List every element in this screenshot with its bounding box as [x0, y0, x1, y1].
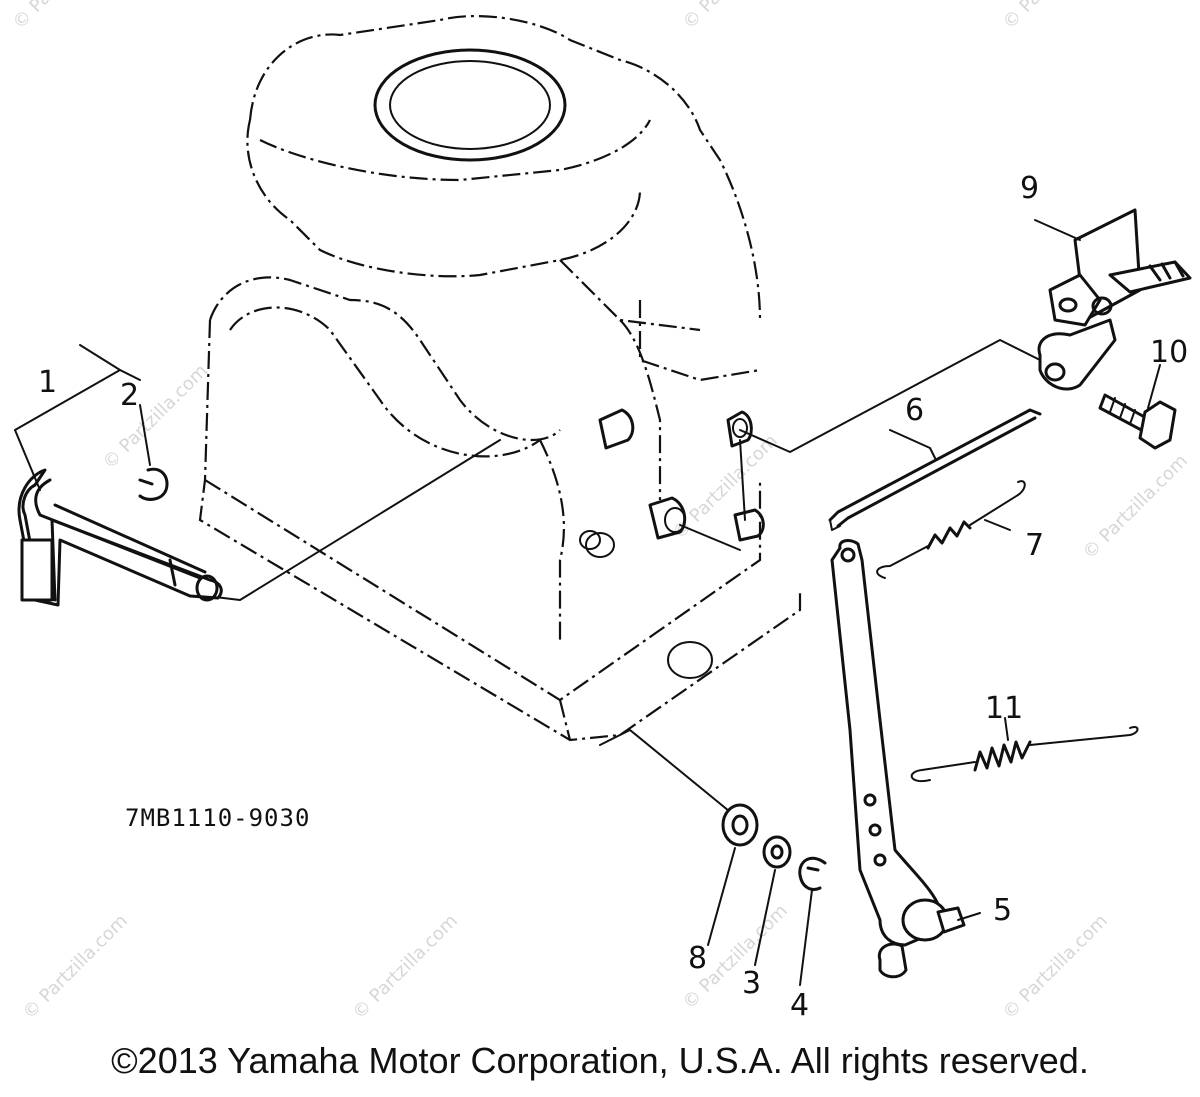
tank-cap-opening	[373, 48, 567, 162]
watermark: © Partzilla.com	[19, 910, 132, 1023]
watermark: © Partzilla.com	[99, 360, 212, 473]
clip-part-2	[138, 467, 169, 501]
callout-3: 3	[742, 966, 761, 1001]
watermarks: © Partzilla.com © Partzilla.com © Partzi…	[9, 0, 1192, 1024]
callout-labels: 1 2 3 4 5 6 7 8 9 10 11	[38, 171, 1188, 1023]
copyright-notice: ©2013 Yamaha Motor Corporation, U.S.A. A…	[111, 1040, 1089, 1081]
callout-1: 1	[38, 365, 57, 400]
watermark: © Partzilla.com	[9, 0, 122, 34]
callout-5: 5	[993, 893, 1012, 928]
callout-2: 2	[120, 378, 139, 413]
bolt-part-10	[1098, 393, 1177, 450]
callout-7: 7	[1025, 528, 1044, 563]
callout-9: 9	[1020, 171, 1039, 206]
bracket-part-9	[1037, 208, 1192, 391]
clip-part-4	[798, 856, 827, 891]
watermark: © Partzilla.com	[679, 0, 792, 34]
rod-part-6	[828, 408, 1042, 531]
watermark: © Partzilla.com	[999, 0, 1112, 34]
callout-11: 11	[985, 691, 1023, 726]
callout-4: 4	[790, 988, 809, 1023]
callout-leaders	[14, 219, 1161, 986]
shaft-part-1	[17, 468, 223, 607]
washer-part-3	[762, 835, 792, 869]
watermark: © Partzilla.com	[349, 910, 462, 1023]
drawing-code: 7MB1110-9030	[125, 804, 310, 832]
watermark: © Partzilla.com	[999, 910, 1112, 1023]
washer-part-8	[721, 803, 759, 847]
spring-part-7	[876, 480, 1026, 579]
callout-8: 8	[688, 941, 707, 976]
lever-part-5	[830, 539, 966, 979]
watermark: © Partzilla.com	[1079, 450, 1192, 563]
callout-10: 10	[1150, 335, 1188, 370]
engine-block-outline	[198, 14, 802, 742]
leader-lines	[214, 339, 1041, 821]
spring-part-11	[910, 726, 1139, 783]
callout-6: 6	[905, 393, 924, 428]
